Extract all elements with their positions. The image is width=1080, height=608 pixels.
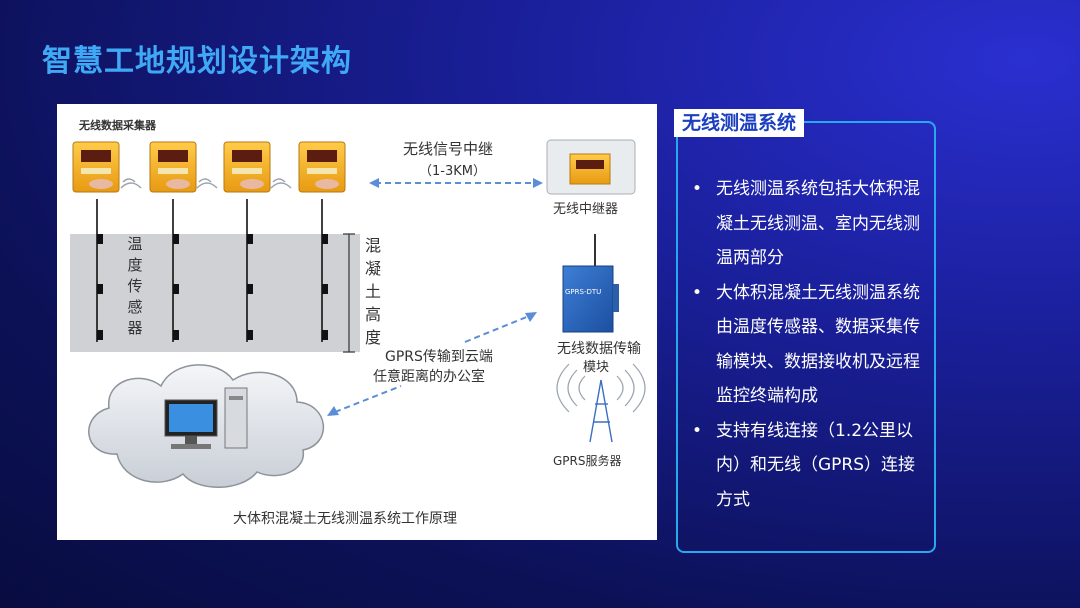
gprs-label-line1: GPRS传输到云端 (385, 349, 493, 365)
diagram-graphics (70, 139, 646, 488)
wireless-waves (120, 178, 292, 189)
office-cloud (88, 364, 325, 488)
collector-label: 无线数据采集器 (79, 119, 156, 132)
collector-devices (72, 141, 346, 193)
bullet-item: 无线测温系统包括大体积混凝土无线测温、室内无线测温两部分 (692, 172, 922, 276)
relay-signal-label: 无线信号中继 (403, 140, 494, 158)
sensor-label: 温度传感器 (127, 235, 143, 337)
bullet-item: 支持有线连接（1.2公里以内）和无线（GPRS）连接方式 (692, 414, 922, 518)
module-label-line2: 模块 (583, 360, 610, 375)
gprs-module (562, 234, 619, 333)
relay-device-label: 无线中继器 (553, 202, 619, 217)
relay-range-label: （1-3KM） (419, 164, 486, 179)
info-heading: 无线测温系统 (674, 109, 805, 137)
height-bracket (343, 233, 355, 353)
diagram-panel: 无线数据采集器 无线信号中继 （1-3KM） 无线中继器 温度传感器 混凝土高度… (57, 104, 657, 540)
info-box (676, 121, 936, 553)
gprs-tower (589, 379, 613, 443)
relay-device (546, 139, 636, 195)
sensor-cables (96, 199, 323, 342)
sensor-nodes (97, 234, 328, 340)
module-device-text: GPRS-DTU (565, 288, 602, 296)
concrete-block (70, 234, 360, 352)
module-label-line1: 无线数据传输 (557, 341, 641, 357)
bullet-item: 大体积混凝土无线测温系统由温度传感器、数据采集传输模块、数据接收机及远程监控终端… (692, 276, 922, 414)
tower-waves (556, 363, 646, 413)
info-bullets: 无线测温系统包括大体积混凝土无线测温、室内无线测温两部分 大体积混凝土无线测温系… (692, 172, 922, 517)
page-title: 智慧工地规划设计架构 (42, 44, 352, 79)
server-label: GPRS服务器 (553, 454, 622, 468)
gprs-label-line2: 任意距离的办公室 (373, 369, 485, 385)
height-label: 混凝土高度 (365, 236, 382, 347)
diagram-caption: 大体积混凝土无线测温系统工作原理 (233, 511, 457, 527)
